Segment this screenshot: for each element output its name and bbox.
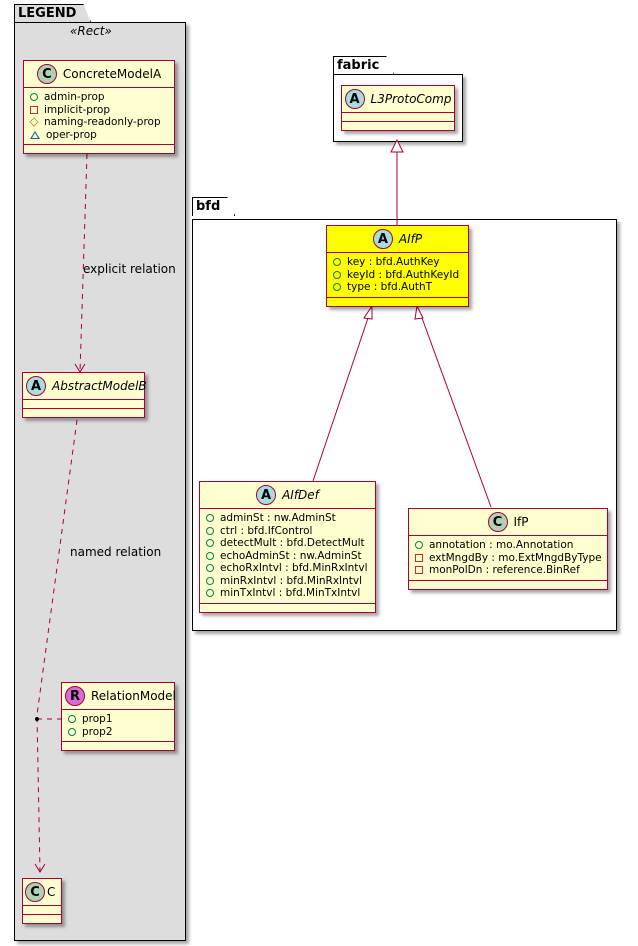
attribute-row: key : bfd.AuthKey <box>333 256 462 269</box>
explicit-relation-edge <box>79 153 88 373</box>
public-visibility-icon <box>206 589 214 598</box>
generalization-edge-aifdef <box>312 317 369 482</box>
attribute-row: oper-prop <box>30 129 168 142</box>
public-visibility-icon <box>68 727 76 736</box>
class-name: ConcreteModelA <box>62 67 162 81</box>
class-abstract-model-b[interactable]: A AbstractModelB <box>22 372 147 418</box>
legend-package-tab: LEGEND <box>14 4 91 23</box>
public-visibility-icon <box>206 539 214 548</box>
attribute-row: implicit-prop <box>30 104 168 117</box>
class-name: AbstractModelB <box>52 379 147 393</box>
legend-stereotype: «Rect» <box>70 24 112 38</box>
abstract-badge-icon: A <box>344 89 365 109</box>
private-visibility-icon <box>415 553 423 562</box>
attribute-row: echoAdminSt : nw.AdminSt <box>206 550 369 563</box>
public-visibility-icon <box>206 551 214 560</box>
generalization-edge-ifp <box>421 317 492 508</box>
public-visibility-icon <box>206 514 214 523</box>
class-ifp[interactable]: C IfP annotation : mo.Annotation extMngdB… <box>408 508 608 590</box>
abstract-badge-icon: A <box>256 485 277 505</box>
class-name: L3ProtoComp <box>370 92 452 106</box>
public-visibility-icon <box>206 526 214 535</box>
attribute-row: annotation : mo.Annotation <box>415 539 601 552</box>
relation-badge-icon: R <box>65 686 85 706</box>
class-name: AIfP <box>398 232 423 246</box>
explicit-relation-label: explicit relation <box>83 262 176 276</box>
public-visibility-icon <box>415 541 423 550</box>
public-visibility-icon <box>206 576 214 585</box>
abstract-badge-icon: A <box>372 229 393 249</box>
class-concrete-model-a[interactable]: C ConcreteModelA admin-prop implicit-prop… <box>23 60 175 154</box>
named-relation-edge <box>36 419 78 873</box>
private-visibility-icon <box>30 105 38 114</box>
attribute-row: ctrl : bfd.IfControl <box>206 525 369 538</box>
public-visibility-icon <box>333 270 341 279</box>
class-aifdef[interactable]: A AIfDef adminSt : nw.AdminSt ctrl : bfd.… <box>199 481 376 613</box>
attribute-row: monPolDn : reference.BinRef <box>415 564 601 577</box>
attribute-row: type : bfd.AuthT <box>333 281 462 294</box>
generalization-arrowhead-aifdef <box>363 304 373 320</box>
legend-package <box>14 22 186 941</box>
attribute-row: keyId : bfd.AuthKeyId <box>333 269 462 282</box>
package-visibility-icon <box>30 130 40 139</box>
class-name: IfP <box>513 515 529 529</box>
protected-visibility-icon <box>29 117 39 127</box>
attribute-row: naming-readonly-prop <box>29 116 168 129</box>
attribute-row: prop1 <box>68 713 168 726</box>
class-name: RelationModel <box>91 689 176 703</box>
public-visibility-icon <box>333 258 341 267</box>
generalization-arrowhead-ifp <box>414 304 424 320</box>
attribute-row: prop2 <box>68 726 168 739</box>
class-name: AIfDef <box>282 488 319 502</box>
named-relation-arrowhead <box>34 863 46 873</box>
attribute-row: extMngdBy : mo.ExtMngdByType <box>415 552 602 565</box>
class-badge-icon: C <box>25 882 45 902</box>
public-visibility-icon <box>68 715 76 724</box>
attribute-row: detectMult : bfd.DetectMult <box>206 537 369 550</box>
association-point <box>35 717 39 721</box>
attribute-row: adminSt : nw.AdminSt <box>206 512 369 525</box>
attribute-row: admin-prop <box>30 91 168 104</box>
public-visibility-icon <box>333 283 341 292</box>
class-badge-icon: C <box>487 512 508 532</box>
class-l3protocomp[interactable]: A L3ProtoComp <box>341 85 455 131</box>
class-aifp[interactable]: A AIfP key : bfd.AuthKey keyId : bfd.Auth… <box>326 225 469 307</box>
class-name: C <box>47 885 56 899</box>
bfd-package-tab: bfd <box>192 197 235 216</box>
public-visibility-icon <box>30 93 38 102</box>
private-visibility-icon <box>415 566 423 575</box>
public-visibility-icon <box>206 564 214 573</box>
named-relation-label: named relation <box>70 545 162 559</box>
generalization-arrowhead-aifp <box>390 138 404 153</box>
attribute-row: echoRxIntvl : bfd.MinRxIntvl <box>206 562 369 575</box>
attribute-row: minTxIntvl : bfd.MinTxIntvl <box>206 587 369 600</box>
attribute-row: minRxIntvl : bfd.MinRxIntvl <box>206 575 369 588</box>
class-badge-icon: C <box>36 64 57 84</box>
class-relation-model[interactable]: R RelationModel prop1 prop2 <box>61 682 176 751</box>
abstract-badge-icon: A <box>26 376 46 396</box>
